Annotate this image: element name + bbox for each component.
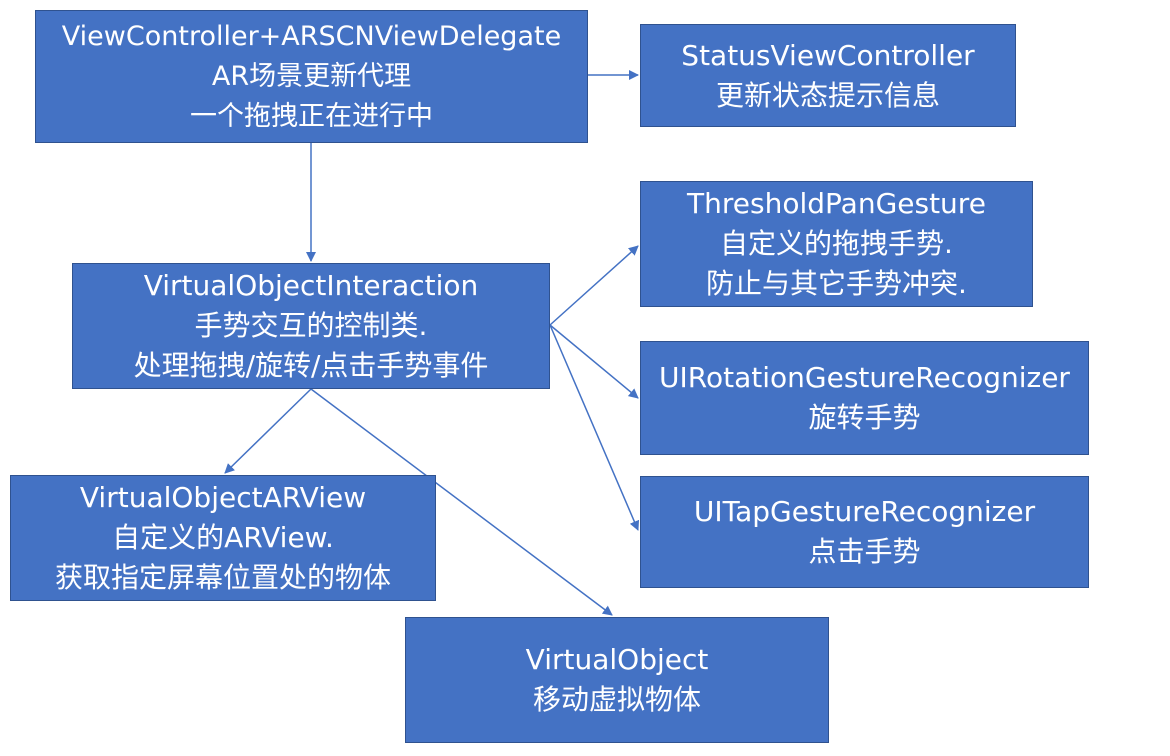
node-title: VirtualObjectARView: [79, 481, 367, 514]
arrow-interaction-to-pan: [549, 245, 639, 326]
node-line: 一个拖拽正在进行中: [190, 100, 433, 132]
arrow-interaction-to-arview: [224, 388, 312, 474]
node-line: 自定义的ARView.: [112, 521, 334, 554]
node-line: 点击手势: [808, 535, 921, 568]
node-line: 处理拖拽/旋转/点击手势事件: [133, 349, 489, 382]
node-rotation-gesture-recognizer: UIRotationGestureRecognizer 旋转手势: [640, 341, 1089, 455]
node-title: VirtualObject: [525, 643, 709, 676]
node-virtual-object-interaction: VirtualObjectInteraction 手势交互的控制类. 处理拖拽/…: [72, 263, 550, 389]
node-tap-gesture-recognizer: UITapGestureRecognizer 点击手势: [640, 476, 1089, 588]
node-line: 旋转手势: [808, 401, 921, 434]
node-threshold-pan-gesture: ThresholdPanGesture 自定义的拖拽手势. 防止与其它手势冲突.: [640, 181, 1033, 307]
node-line: 自定义的拖拽手势.: [720, 227, 953, 260]
node-title: UITapGestureRecognizer: [693, 495, 1036, 528]
node-line: 移动虚拟物体: [532, 683, 701, 716]
arrow-interaction-to-virtualobject: [310, 388, 613, 616]
node-view-controller: ViewController+ARSCNViewDelegate AR场景更新代…: [35, 10, 588, 143]
node-title: ThresholdPanGesture: [687, 187, 986, 220]
node-status-view-controller: StatusViewController 更新状态提示信息: [640, 24, 1016, 127]
node-title: VirtualObjectInteraction: [143, 269, 479, 302]
node-line: 获取指定屏幕位置处的物体: [54, 561, 391, 594]
node-title: ViewController+ARSCNViewDelegate: [61, 20, 562, 52]
node-line: 防止与其它手势冲突.: [706, 267, 967, 300]
node-title: StatusViewController: [681, 38, 975, 72]
node-virtual-object-ar-view: VirtualObjectARView 自定义的ARView. 获取指定屏幕位置…: [10, 475, 436, 601]
node-line: AR场景更新代理: [211, 60, 412, 92]
node-line: 更新状态提示信息: [715, 78, 940, 112]
arrow-interaction-to-tap: [549, 324, 640, 531]
arrow-interaction-to-rotation: [549, 324, 639, 399]
node-title: UIRotationGestureRecognizer: [659, 361, 1070, 394]
node-line: 手势交互的控制类.: [194, 309, 428, 342]
node-virtual-object: VirtualObject 移动虚拟物体: [405, 617, 829, 743]
